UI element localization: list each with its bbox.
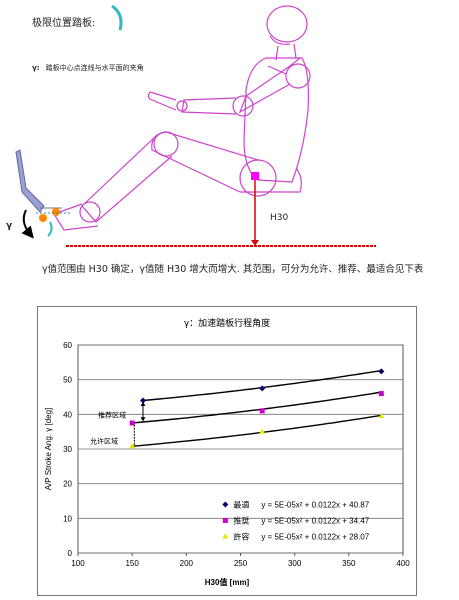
pedal-stroke-chart: γ：加速踏板行程角度 0 10 20 30 40 50 60 100 150 200 250 300 35…: [44, 317, 410, 587]
gamma-angle-label: γ: [6, 221, 13, 231]
data-point: [259, 385, 266, 392]
allowed-zone-label: 允许区域: [90, 436, 118, 445]
legend-label: 許容: [233, 531, 249, 541]
pedal: [15, 149, 62, 213]
h30-arrow-head: [251, 240, 259, 246]
y-tick-label: 60: [63, 341, 72, 350]
gamma-definition-text: 踏板中心点连线与水平面的夹角: [45, 64, 144, 72]
pedal-point-lower: [39, 214, 47, 222]
trendline-equation: y = 5E-05x² + 0.0122x + 40.87: [261, 500, 369, 509]
x-tick-label: 200: [180, 559, 194, 568]
x-tick-label: 300: [288, 559, 302, 568]
legend-marker: [222, 533, 229, 539]
h30-label: H30: [270, 213, 289, 223]
legend-label: 推奨: [233, 515, 249, 525]
data-point: [259, 408, 265, 414]
y-tick-label: 10: [63, 514, 72, 523]
x-tick-label: 350: [342, 559, 356, 568]
data-point: [259, 428, 266, 434]
gamma-definition: γ: 踏板中心点连线与水平面的夹角: [32, 63, 144, 73]
x-tick-label: 150: [125, 559, 139, 568]
x-tick-label: 100: [71, 559, 85, 568]
seated-mannequin-figure: [15, 4, 376, 247]
arc-decoration: [111, 4, 123, 31]
arrow-head: [140, 401, 146, 406]
page-title: 极限位置踏板:: [32, 18, 96, 29]
y-axis-label: A/P Stroke Ang. γ [deg]: [44, 408, 53, 491]
hip-point-marker: [251, 172, 259, 180]
chart-frame: [37, 306, 417, 596]
mannequin-body: [53, 5, 311, 231]
x-axis-label: H30值 [mm]: [205, 577, 250, 587]
gamma-angle-arc: [47, 221, 53, 237]
chart-title: γ：加速踏板行程角度: [184, 317, 270, 329]
data-point: [378, 413, 385, 419]
y-tick-label: 40: [63, 410, 72, 419]
recommended-zone-label: 推荐区域: [98, 410, 126, 419]
data-point: [378, 368, 385, 375]
data-point: [378, 391, 384, 397]
series-line-1: [132, 391, 382, 424]
trendline-equation: y = 5E-05x² + 0.0122x + 34.47: [261, 516, 369, 525]
gamma-angle-arrow: [21, 209, 34, 239]
x-tick-label: 250: [234, 559, 248, 568]
data-point: [129, 443, 136, 449]
gamma-symbol: γ:: [32, 64, 40, 72]
series-line-2: [132, 414, 382, 447]
description-paragraph: γ值范围由 H30 确定，γ值随 H30 增大而增大. 其范围，可分为允许、推荐…: [42, 264, 424, 275]
pedal-point-upper: [52, 208, 60, 216]
legend-marker: [222, 501, 229, 508]
y-tick-label: 30: [63, 445, 72, 454]
trendline-equation: y = 5E-05x² + 0.0122x + 28.07: [261, 532, 369, 541]
legend-marker: [222, 517, 228, 523]
y-tick-label: 50: [63, 376, 72, 385]
arrow-head: [140, 417, 146, 422]
x-tick-label: 400: [396, 559, 410, 568]
y-tick-label: 20: [63, 480, 72, 489]
data-point: [129, 420, 135, 426]
y-tick-label: 0: [68, 549, 73, 558]
legend-label: 最適: [233, 499, 249, 509]
data-point: [140, 397, 146, 404]
